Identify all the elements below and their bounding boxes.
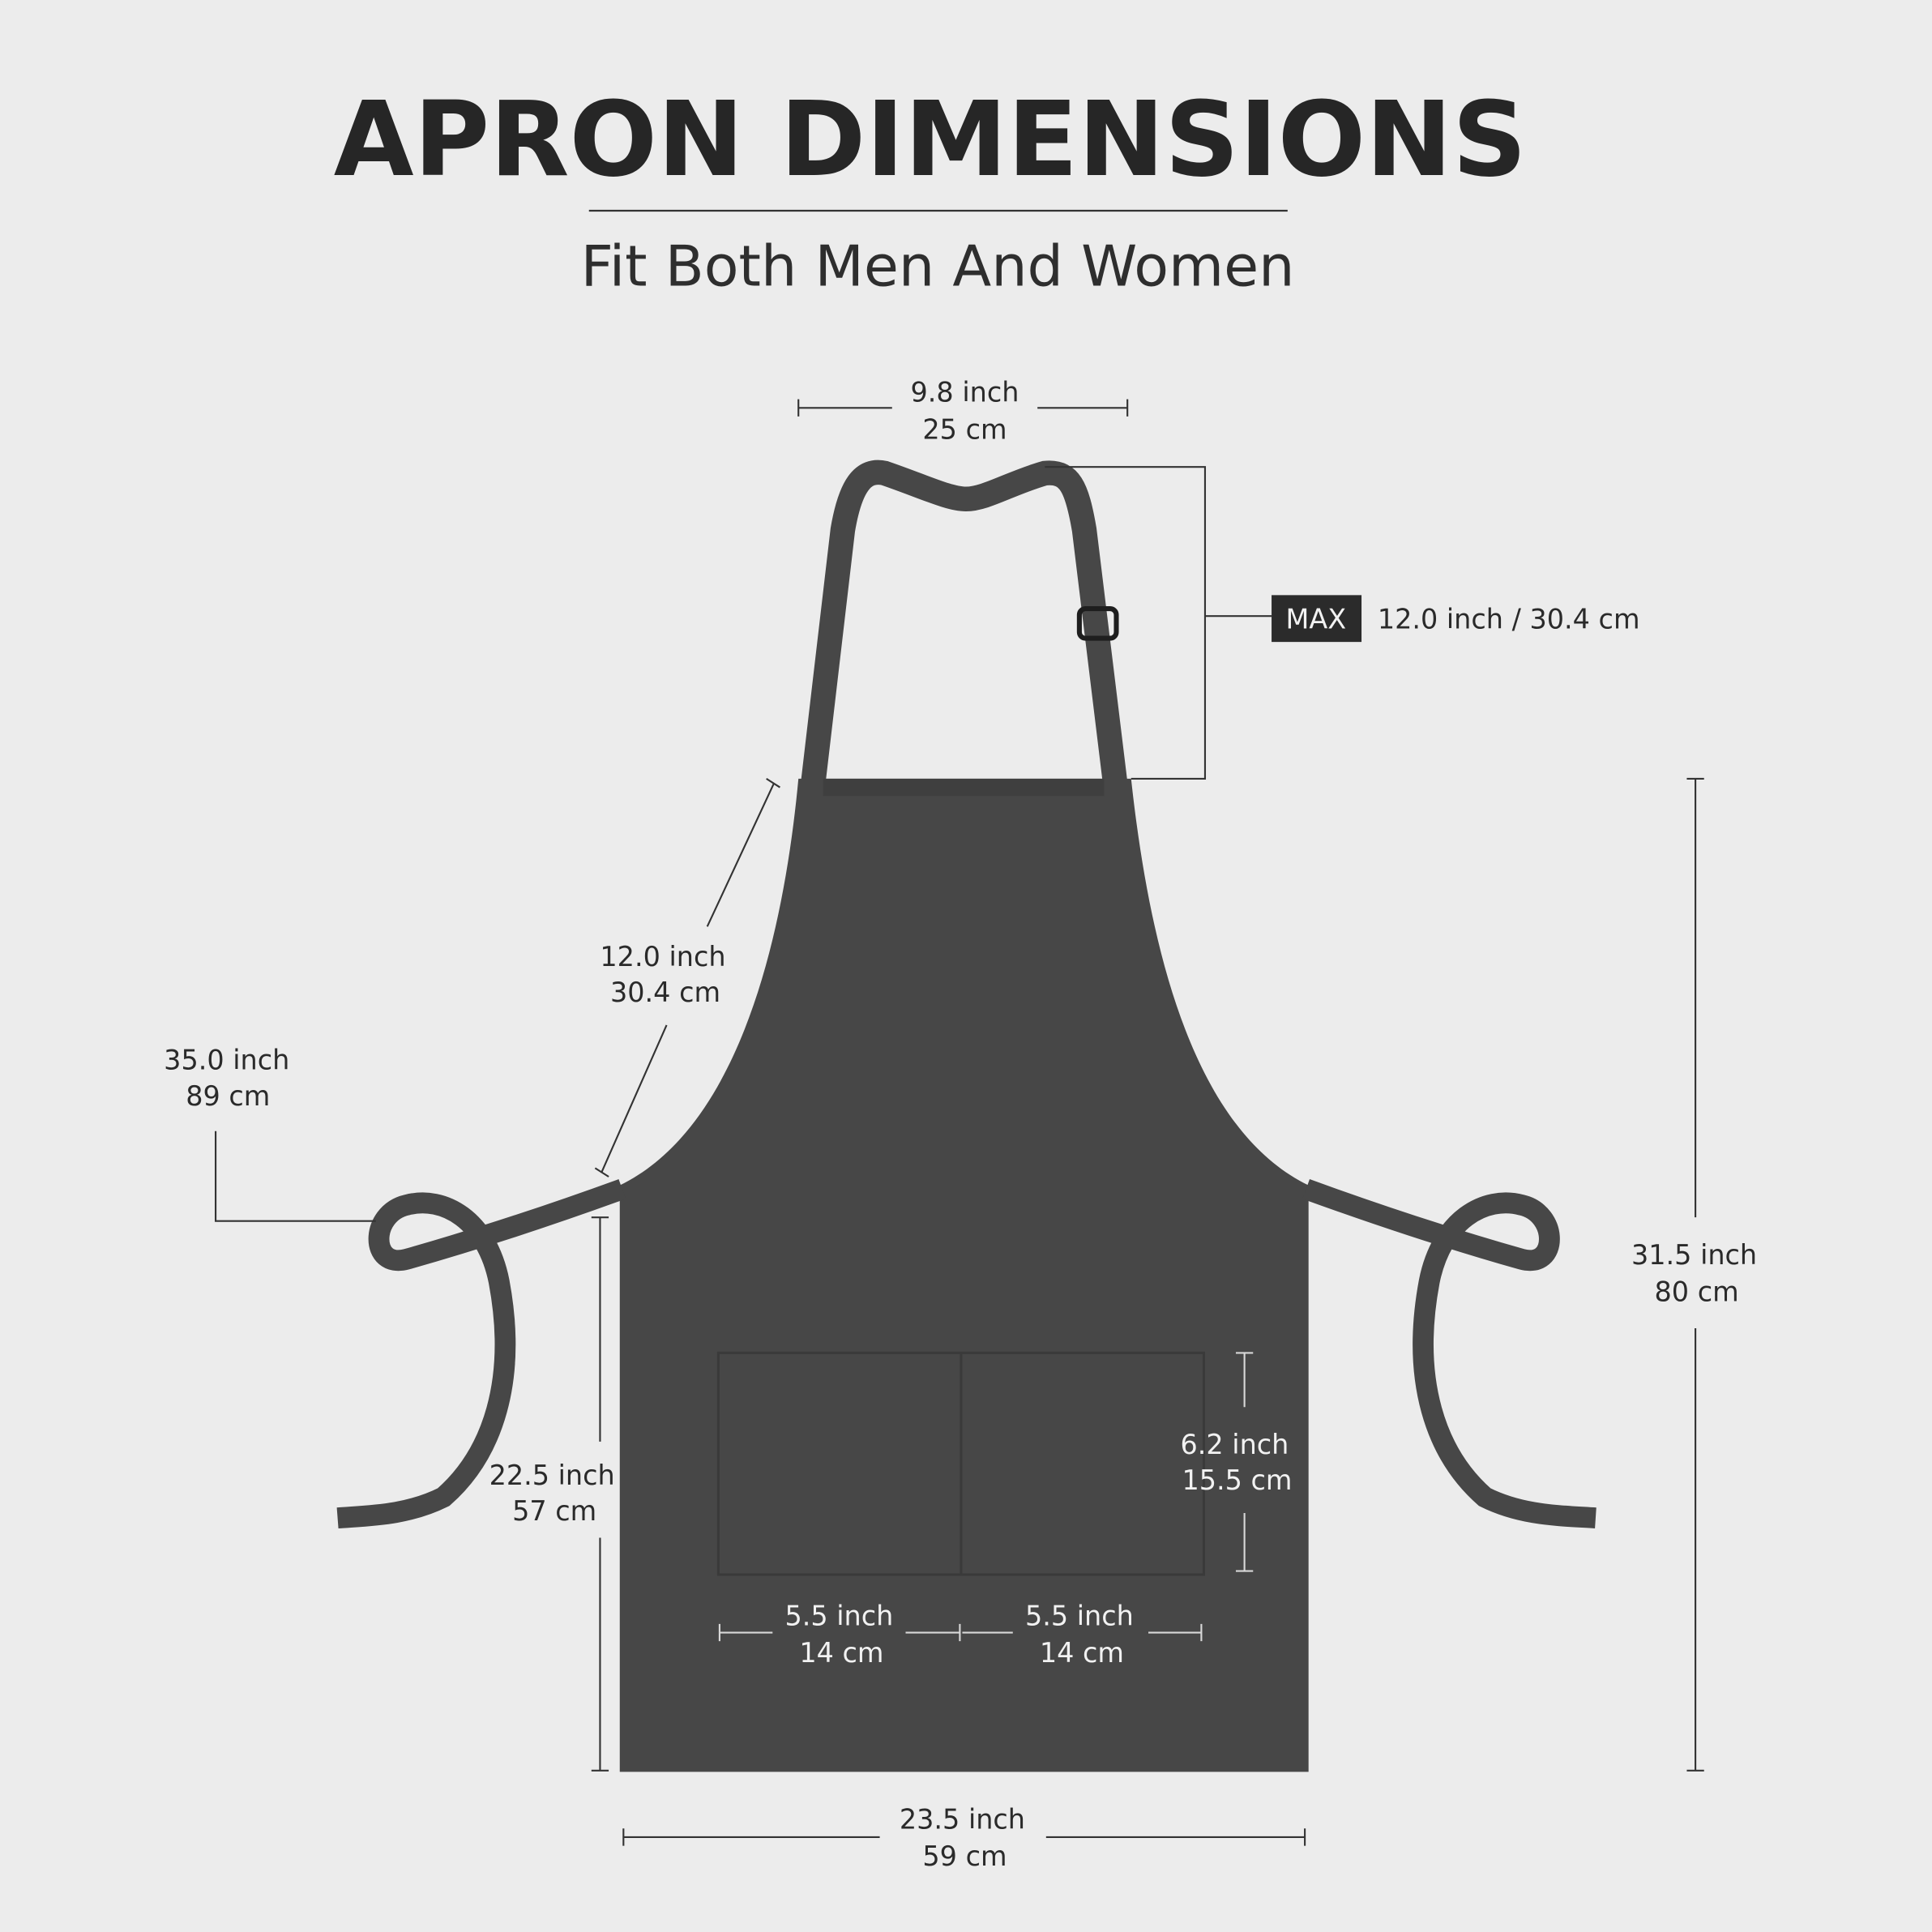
neck-strap	[801, 459, 1128, 784]
dimension-cm-label: 57 cm	[512, 1495, 596, 1527]
dimension-line	[1686, 777, 1704, 1772]
max-badge	[1272, 595, 1362, 643]
page-title: APRON DIMENSIONS	[334, 79, 1527, 200]
pocket-left-width-dimension: 5.5 inch 14 cm	[718, 1600, 961, 1669]
dimension-line	[594, 778, 780, 1178]
strap-buckle-icon	[1076, 606, 1119, 641]
dimension-cm-label: 80 cm	[1655, 1276, 1739, 1308]
dimension-inch-label: 6.2 inch	[1181, 1429, 1289, 1460]
armhole-dimension: 12.0 inch 30.4 cm	[594, 778, 780, 1178]
dimension-cm-label: 59 cm	[922, 1840, 1007, 1872]
dimension-inch-label: 12.0 inch	[600, 941, 725, 972]
pocket-height-dimension: 6.2 inch 15.5 cm	[1181, 1352, 1293, 1572]
dimension-line	[1045, 466, 1272, 780]
dimension-cm-label: 14 cm	[1040, 1637, 1124, 1669]
right-waist-tie	[1302, 1179, 1596, 1529]
dimension-cm-label: 14 cm	[799, 1637, 883, 1669]
bib-top-band	[823, 778, 1105, 797]
dimension-cm-label: 25 cm	[922, 413, 1007, 445]
dimension-line	[797, 399, 1129, 417]
dimension-line	[622, 1828, 1306, 1846]
dimension-cm-label: 15.5 cm	[1182, 1464, 1292, 1496]
total-length-dimension: 31.5 inch 80 cm	[1631, 777, 1757, 1772]
neck-strap-max-dimension: MAX 12.0 inch / 30.4 cm	[1045, 466, 1640, 780]
dimension-inch-label: 23.5 inch	[900, 1803, 1025, 1835]
dimension-cm-label: 30.4 cm	[610, 977, 720, 1008]
dimension-inch-label: 22.5 inch	[489, 1460, 615, 1491]
pocket-right-width-dimension: 5.5 inch 14 cm	[962, 1600, 1203, 1669]
dimension-inch-label: 31.5 inch	[1631, 1239, 1757, 1271]
dimension-inch-label: 5.5 inch	[1025, 1600, 1134, 1631]
dimension-line	[962, 1623, 1203, 1642]
dimension-line	[591, 1216, 609, 1772]
dimension-inch-label: 9.8 inch	[911, 377, 1019, 408]
apron-body	[619, 778, 1309, 1772]
waist-tie-dimension: 35.0 inch 89 cm	[164, 1045, 376, 1222]
max-value-label: 12.0 inch / 30.4 cm	[1378, 603, 1640, 635]
page-subtitle: Fit Both Men And Women	[581, 234, 1295, 300]
dimension-line	[215, 1131, 376, 1222]
dimension-line	[718, 1623, 961, 1642]
left-waist-tie	[336, 1179, 626, 1529]
dimension-inch-label: 35.0 inch	[164, 1045, 289, 1076]
dimension-cm-label: 89 cm	[186, 1080, 270, 1112]
skirt-length-dimension: 22.5 inch 57 cm	[489, 1216, 615, 1772]
apron-illustration	[336, 459, 1596, 1772]
neck-width-dimension: 9.8 inch 25 cm	[797, 377, 1129, 445]
bottom-width-dimension: 23.5 inch 59 cm	[622, 1803, 1306, 1872]
dimension-inch-label: 5.5 inch	[784, 1600, 893, 1631]
pockets	[716, 1351, 1205, 1576]
max-badge-label: MAX	[1285, 603, 1346, 635]
dimension-line	[1235, 1352, 1254, 1572]
